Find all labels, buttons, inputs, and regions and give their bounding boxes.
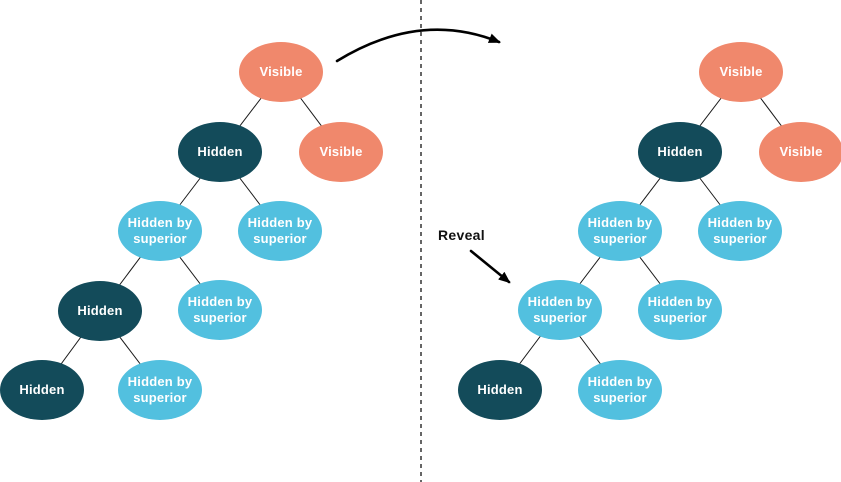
tree-edge	[619, 151, 681, 232]
tree-edge	[159, 230, 221, 311]
tree-edge	[740, 71, 802, 153]
tree-edge	[679, 151, 741, 232]
tree-edge	[41, 310, 101, 391]
tree-edge	[559, 230, 621, 311]
tree-edge	[280, 71, 342, 153]
tree-edge	[99, 310, 161, 391]
transition-arrow	[335, 28, 501, 63]
tree-edges	[41, 71, 802, 391]
tree-edge	[679, 71, 742, 153]
reveal-arrow	[469, 249, 511, 284]
tree-edge	[159, 151, 221, 232]
tree-edge	[219, 151, 281, 232]
tree-edge	[99, 230, 161, 312]
tree-edge	[559, 309, 621, 391]
tree-edge	[219, 71, 282, 153]
reveal-label: Reveal	[438, 227, 485, 243]
tree-edge	[499, 309, 561, 391]
tree-edge	[619, 230, 681, 311]
